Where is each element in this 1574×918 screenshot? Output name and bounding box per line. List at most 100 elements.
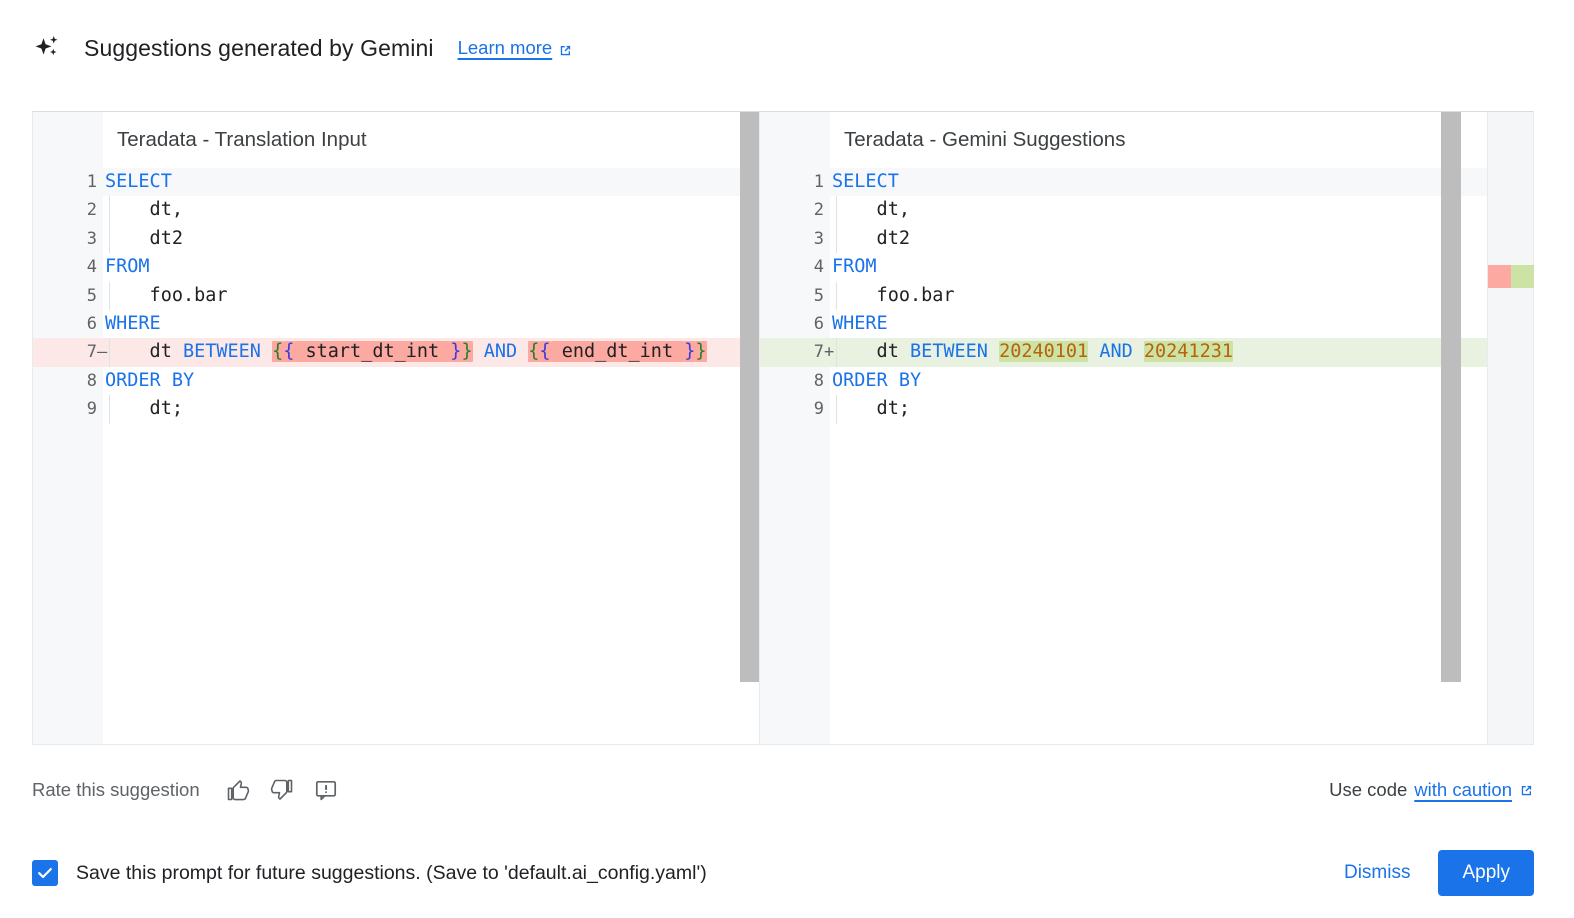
line-number: 7 [86,342,97,363]
code-line[interactable]: 3 dt2 [760,224,1487,254]
save-prompt-checkbox[interactable] [32,860,58,886]
code-line[interactable]: 5 foo.bar [760,281,1487,310]
line-number-gutter-right [760,112,830,744]
line-number: 2 [813,200,824,221]
line-number: 3 [813,228,824,249]
external-link-icon [1519,781,1534,796]
line-number: 8 [813,370,824,391]
sparkle-icon [32,33,62,63]
code-text: ORDER BY [105,369,195,391]
vertical-scrollbar-left[interactable] [740,112,759,682]
code-line[interactable]: 9 dt; [33,395,759,424]
overview-ruler[interactable] [1487,112,1534,744]
code-text: FROM [832,256,877,278]
code-text: dt2 [832,227,910,249]
use-code-prefix: Use code [1329,779,1408,800]
code-text: foo.bar [832,284,955,306]
learn-more-label: Learn more [457,37,553,58]
code-text: foo.bar [105,284,228,306]
report-feedback-icon[interactable] [314,778,338,802]
pane-title-left: Teradata - Translation Input [117,128,367,151]
indent-guide [109,281,110,310]
save-prompt-label: Save this prompt for future suggestions.… [76,861,707,884]
line-number: 9 [813,399,824,420]
code-line[interactable]: 2 dt, [760,196,1487,225]
line-number: 4 [813,257,824,278]
line-number: 2 [86,200,97,221]
indent-guide [109,224,110,254]
apply-button[interactable]: Apply [1438,850,1534,896]
with-caution-link[interactable]: with caution [1414,779,1512,800]
indent-guide [109,395,110,424]
code-text: SELECT [832,171,899,192]
rate-label: Rate this suggestion [32,779,200,800]
code-line[interactable]: 2 dt, [33,196,759,225]
indent-guide [836,338,837,367]
line-number: 5 [813,285,824,306]
line-number: 7 [813,342,824,363]
indent-guide [836,395,837,424]
ruler-mark-added [1511,265,1534,288]
rate-icon-group [226,778,338,802]
line-number: 6 [813,313,824,334]
diff-added-marker: + [824,342,835,363]
diff-pane-original: Teradata - Translation Input 1 SELECT 2 dt… [33,112,760,744]
line-number: 3 [86,228,97,249]
indent-guide [836,224,837,254]
ruler-mark-removed [1488,265,1511,288]
vertical-scrollbar-right[interactable] [1441,112,1461,682]
code-line[interactable]: 1 SELECT [760,168,1487,197]
code-line[interactable]: 6 WHERE [33,310,759,338]
pane-title-right: Teradata - Gemini Suggestions [844,128,1126,151]
code-line[interactable]: 1 SELECT [33,168,759,197]
diff-pane-suggestion: Teradata - Gemini Suggestions 1 SELECT 2 d… [760,112,1487,744]
code-text: dt; [832,398,910,420]
code-line[interactable]: 4 FROM [760,253,1487,281]
line-number-gutter-left [33,112,103,744]
code-text: dt BETWEEN {{ start_dt_int }} AND {{ end… [105,341,707,363]
code-line[interactable]: 8 ORDER BY [33,367,759,395]
dismiss-button[interactable]: Dismiss [1326,852,1429,894]
code-line[interactable]: 6 WHERE [760,310,1487,338]
indent-guide [109,196,110,225]
code-line[interactable]: 7— dt BETWEEN {{ start_dt_int }} AND {{ … [33,338,759,367]
code-text: SELECT [105,171,172,192]
footer-bar: Save this prompt for future suggestions.… [32,848,1534,898]
line-number: 1 [813,172,824,192]
code-text: dt2 [105,227,183,249]
code-text: WHERE [832,312,888,334]
code-text: dt, [832,199,910,221]
indent-guide [836,281,837,310]
rate-suggestion-bar: Rate this suggestion [32,770,1534,810]
line-number: 4 [86,257,97,278]
diff-removed-marker: — [97,342,108,363]
thumb-down-icon[interactable] [270,778,294,802]
line-number: 5 [86,285,97,306]
line-number: 1 [86,172,97,192]
code-text: ORDER BY [832,369,922,391]
code-text: WHERE [105,312,161,334]
code-line[interactable]: 7+ dt BETWEEN 20240101 AND 20241231 [760,338,1487,367]
learn-more-link[interactable]: Learn more [458,37,574,59]
external-link-icon [558,41,573,56]
code-text: dt BETWEEN 20240101 AND 20241231 [832,341,1233,363]
code-line[interactable]: 8 ORDER BY [760,367,1487,395]
indent-guide [109,338,110,367]
indent-guide [836,196,837,225]
footer-actions: Dismiss Apply [1326,850,1534,896]
line-number: 6 [86,313,97,334]
code-text: dt; [105,398,183,420]
use-code-caution: Use code with caution [1329,779,1534,801]
code-line[interactable]: 9 dt; [760,395,1487,424]
line-number: 9 [86,399,97,420]
code-line[interactable]: 5 foo.bar [33,281,759,310]
diff-viewer: Teradata - Translation Input 1 SELECT 2 dt… [32,111,1534,745]
thumb-up-icon[interactable] [226,778,250,802]
panel-header: Suggestions generated by Gemini Learn mo… [32,26,573,70]
code-line[interactable]: 3 dt2 [33,224,759,254]
line-number: 8 [86,370,97,391]
